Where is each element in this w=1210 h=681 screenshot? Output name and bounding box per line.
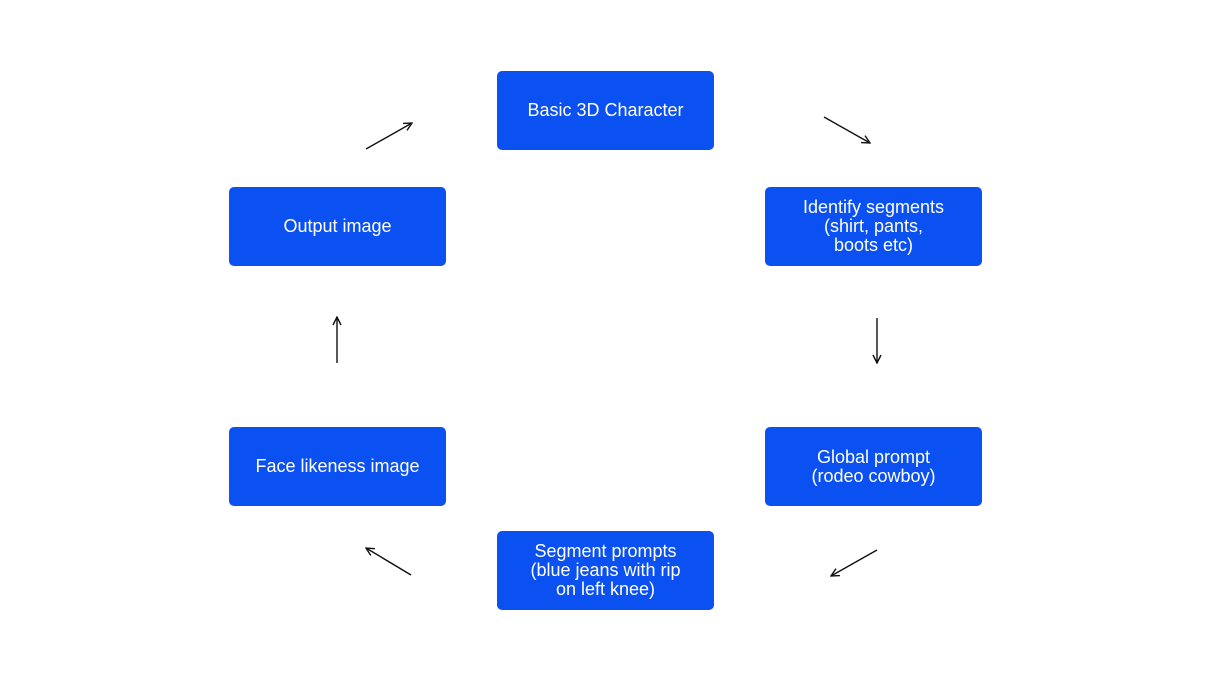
node-label: Output image (283, 216, 392, 236)
node-label: Face likeness image (255, 456, 420, 476)
node-label: Identify segments (shirt, pants, boots e… (802, 197, 945, 255)
node-basic-3d-character: Basic 3D Character (497, 71, 714, 150)
node-global-prompt: Global prompt (rodeo cowboy) (765, 427, 982, 506)
node-label: Segment prompts (blue jeans with rip on … (530, 541, 681, 599)
node-output-image: Output image (229, 187, 446, 266)
arrow-basic-to-identify (823, 116, 870, 143)
arrow-output-to-basic (365, 123, 412, 150)
node-face-likeness-image: Face likeness image (229, 427, 446, 506)
node-segment-prompts: Segment prompts (blue jeans with rip on … (497, 531, 714, 610)
arrow-global-to-segment (831, 549, 878, 576)
node-label: Global prompt (rodeo cowboy) (811, 446, 936, 486)
node-label: Basic 3D Character (527, 100, 684, 120)
arrow-segment-to-face (366, 548, 412, 576)
node-identify-segments: Identify segments (shirt, pants, boots e… (765, 187, 982, 266)
